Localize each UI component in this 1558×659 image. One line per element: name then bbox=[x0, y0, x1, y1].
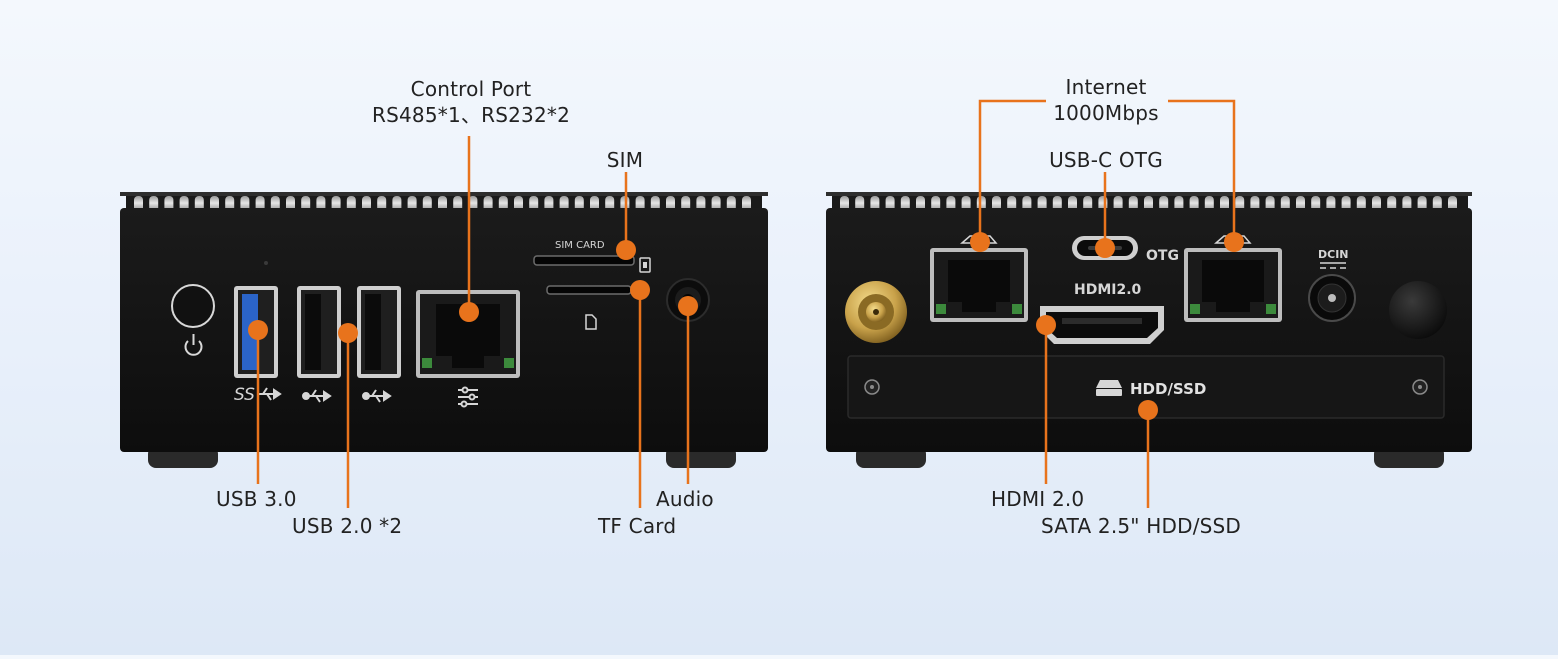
usb2-port-2 bbox=[357, 286, 401, 378]
sata-label: SATA 2.5" HDD/SSD bbox=[1041, 514, 1242, 538]
usb2-label: USB 2.0 *2 bbox=[292, 514, 403, 538]
sim-slot bbox=[533, 255, 635, 266]
usb3-label: USB 3.0 bbox=[216, 487, 297, 511]
audio-label: Audio bbox=[656, 487, 714, 511]
internet-label: Internet bbox=[1065, 75, 1147, 99]
sim-label: SIM bbox=[606, 148, 644, 172]
hdmi-port bbox=[1040, 306, 1164, 344]
ss-logo-text: SS bbox=[234, 385, 255, 405]
rear-knob bbox=[1389, 281, 1447, 339]
sim-card-icon bbox=[639, 257, 651, 273]
rear-device: OTG HDMI2.0 DCIN bbox=[826, 99, 1472, 508]
status-led bbox=[264, 261, 268, 265]
sd-card-icon bbox=[585, 314, 597, 330]
rear-top-edge bbox=[826, 192, 1472, 196]
internet-speed-label: 1000Mbps bbox=[1053, 101, 1159, 125]
hdd-icon bbox=[1096, 380, 1122, 396]
rear-callouts bbox=[978, 99, 1236, 508]
power-icon bbox=[184, 334, 203, 356]
control-port-label: Control Port bbox=[410, 77, 532, 101]
hdd-ssd-print: HDD/SSD bbox=[1130, 380, 1206, 398]
usb2-port-1 bbox=[297, 286, 341, 378]
dc-symbol-icon bbox=[1320, 262, 1346, 269]
front-top-edge bbox=[120, 192, 768, 196]
tf-card-label: TF Card bbox=[598, 514, 677, 538]
rear-callout-dots bbox=[970, 232, 1244, 420]
lan-port-2 bbox=[1184, 248, 1282, 322]
hdmi-label: HDMI 2.0 bbox=[991, 487, 1085, 511]
dcin-print: DCIN bbox=[1318, 248, 1349, 261]
usb-c-otg-label: USB-C OTG bbox=[1049, 148, 1163, 172]
lan-port-1 bbox=[930, 248, 1028, 322]
front-device: SS bbox=[120, 136, 768, 508]
power-button bbox=[171, 284, 215, 328]
usb-icon bbox=[302, 389, 332, 403]
settings-sliders-icon bbox=[458, 386, 478, 408]
hdmi-print: HDMI2.0 bbox=[1074, 282, 1142, 298]
usb-icon bbox=[362, 389, 392, 403]
tf-slot bbox=[546, 285, 632, 295]
front-callout-dots bbox=[248, 240, 698, 343]
superspeed-usb-icon bbox=[259, 387, 282, 401]
sim-card-print: SIM CARD bbox=[555, 240, 605, 251]
hdd-bay-panel bbox=[847, 355, 1445, 419]
dc-in-jack bbox=[1308, 274, 1356, 322]
otg-print: OTG bbox=[1146, 248, 1179, 264]
front-callouts bbox=[256, 136, 690, 508]
antenna-connector bbox=[845, 281, 907, 343]
control-port-spec-label: RS485*1、RS232*2 bbox=[372, 103, 570, 127]
